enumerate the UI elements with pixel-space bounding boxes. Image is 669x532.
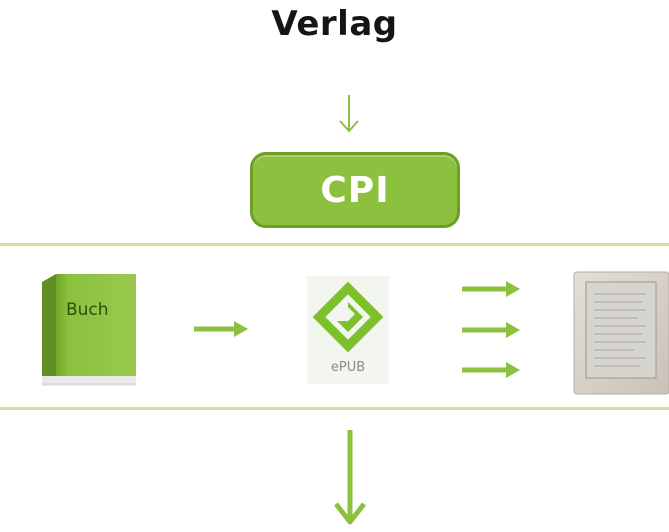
band-bottom-divider (0, 407, 669, 410)
cpi-label: CPI (320, 169, 390, 211)
arrow-down-large-icon (334, 430, 366, 525)
diagram-title: Verlag (271, 4, 398, 44)
book-icon (42, 274, 136, 386)
arrow-right-icon (462, 281, 520, 297)
arrow-right-icon (462, 362, 520, 378)
ereader-device-icon (573, 271, 669, 395)
arrow-right-icon (194, 321, 248, 337)
epub-label: ePUB (330, 360, 366, 375)
arrow-down-small-icon (339, 95, 359, 133)
epub-logo-icon (312, 281, 384, 353)
cpi-process-box: CPI (250, 152, 460, 228)
arrow-right-icon (462, 322, 520, 338)
book-label: Buch (66, 300, 109, 320)
band-top-divider (0, 243, 669, 246)
